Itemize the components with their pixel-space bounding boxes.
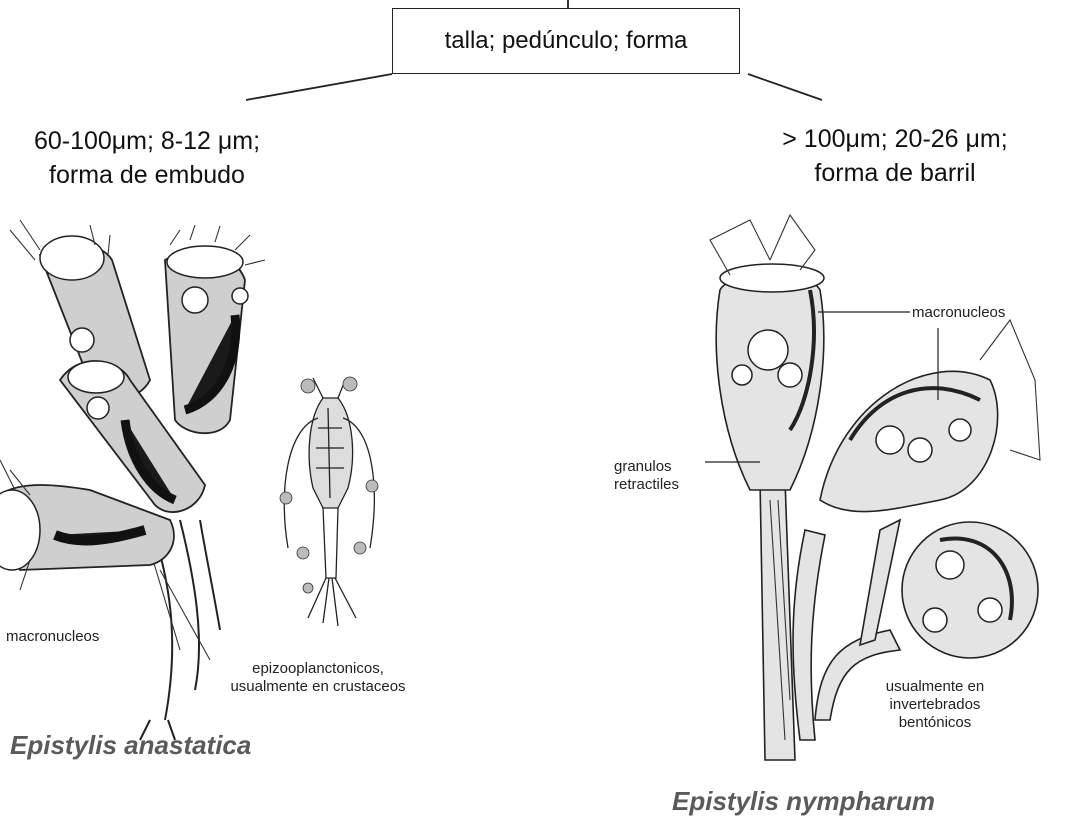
crustacean-host-illustration: [268, 378, 398, 638]
left-criteria-line2: forma de embudo: [2, 158, 292, 192]
left-branch-line: [246, 74, 392, 100]
root-criteria-text: talla; pedúnculo; forma: [445, 27, 688, 55]
right-habitat-line2: invertebrados: [880, 696, 990, 714]
right-macronucleos-label: macronucleos: [912, 304, 1005, 322]
zooid-round-right: [902, 522, 1038, 658]
left-macronucleos-label: macronucleos: [6, 628, 99, 646]
zooid-barrel-left: [710, 215, 824, 490]
left-habitat-line2: usualmente en crustaceos: [218, 678, 418, 696]
right-criteria-line1: > 100μm; 20-26 μm;: [750, 122, 1040, 156]
right-habitat-line3: bentónicos: [880, 714, 990, 732]
right-granulos-line2: retractiles: [614, 476, 679, 494]
left-habitat-label: epizooplanctonicos, usualmente en crusta…: [218, 660, 418, 696]
left-criteria: 60-100μm; 8-12 μm; forma de embudo: [2, 124, 292, 192]
root-criteria-box: talla; pedúnculo; forma: [392, 8, 740, 74]
left-habitat-line1: epizooplanctonicos,: [218, 660, 418, 678]
epistylis-nympharum-illustration: [690, 200, 1060, 770]
right-habitat-label: usualmente en invertebrados bentónicos: [880, 678, 990, 732]
zooid-upper-right: [165, 225, 265, 433]
right-criteria: > 100μm; 20-26 μm; forma de barril: [750, 122, 1040, 190]
species-name-left: Epistylis anastatica: [10, 730, 251, 761]
right-criteria-line2: forma de barril: [750, 156, 1040, 190]
right-habitat-line1: usualmente en: [880, 678, 990, 696]
zooid-barrel-middle: [820, 320, 1040, 512]
species-name-right: Epistylis nympharum: [672, 786, 935, 817]
right-branch-line: [748, 74, 822, 100]
right-granulos-label: granulos retractiles: [614, 458, 679, 494]
left-criteria-line1: 60-100μm; 8-12 μm;: [2, 124, 292, 158]
right-granulos-line1: granulos: [614, 458, 679, 476]
